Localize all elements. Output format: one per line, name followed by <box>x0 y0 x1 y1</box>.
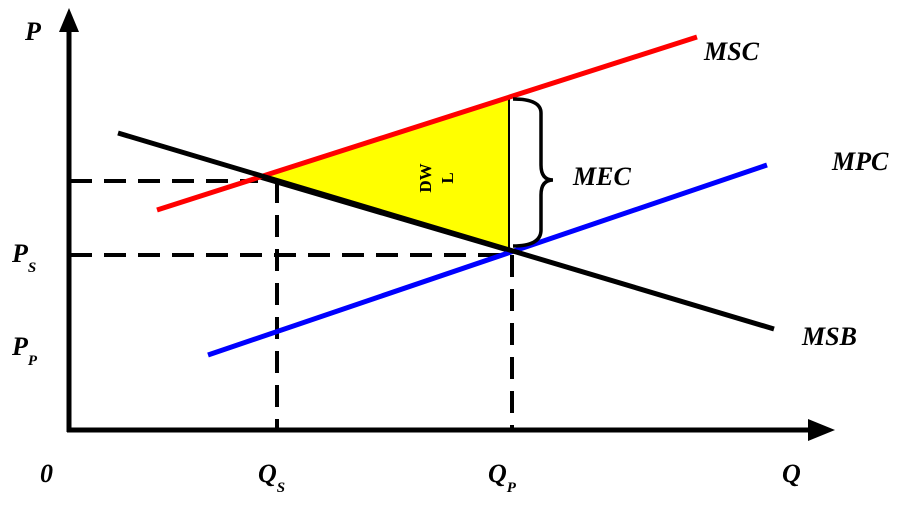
x-axis-arrowhead <box>808 419 835 441</box>
mec-brace <box>512 97 554 248</box>
y-axis-arrowhead <box>59 8 79 32</box>
msb-label: MSB <box>801 322 857 351</box>
ps-label-sub: S <box>28 260 36 276</box>
qs-label: QS <box>258 459 285 496</box>
mpc-curve <box>207 162 768 358</box>
mpc-label: MPC <box>831 147 889 176</box>
ps-label-main: P <box>11 239 29 268</box>
pp-label-sub: P <box>28 353 38 369</box>
x-axis-label: Q <box>782 459 801 488</box>
msc-label: MSC <box>703 37 760 66</box>
qp-label-main: Q <box>488 459 507 488</box>
msc-curve <box>156 34 698 213</box>
dwl-label: DW L <box>416 163 457 192</box>
dwl-label-line2: L <box>438 172 457 183</box>
origin-label: 0 <box>40 459 53 488</box>
pp-label: PP <box>11 332 38 369</box>
qs-label-sub: S <box>277 480 285 496</box>
y-axis-label: P <box>24 17 42 46</box>
pp-label-main: P <box>11 332 29 361</box>
ps-label: PS <box>11 239 36 276</box>
mec-label: MEC <box>572 162 631 191</box>
dwl-label-line1: DW <box>416 163 435 192</box>
dwl-triangle <box>254 96 510 254</box>
msb-curve <box>117 130 775 332</box>
qp-label-sub: P <box>507 480 517 496</box>
qp-label: QP <box>488 459 517 496</box>
qs-label-main: Q <box>258 459 277 488</box>
